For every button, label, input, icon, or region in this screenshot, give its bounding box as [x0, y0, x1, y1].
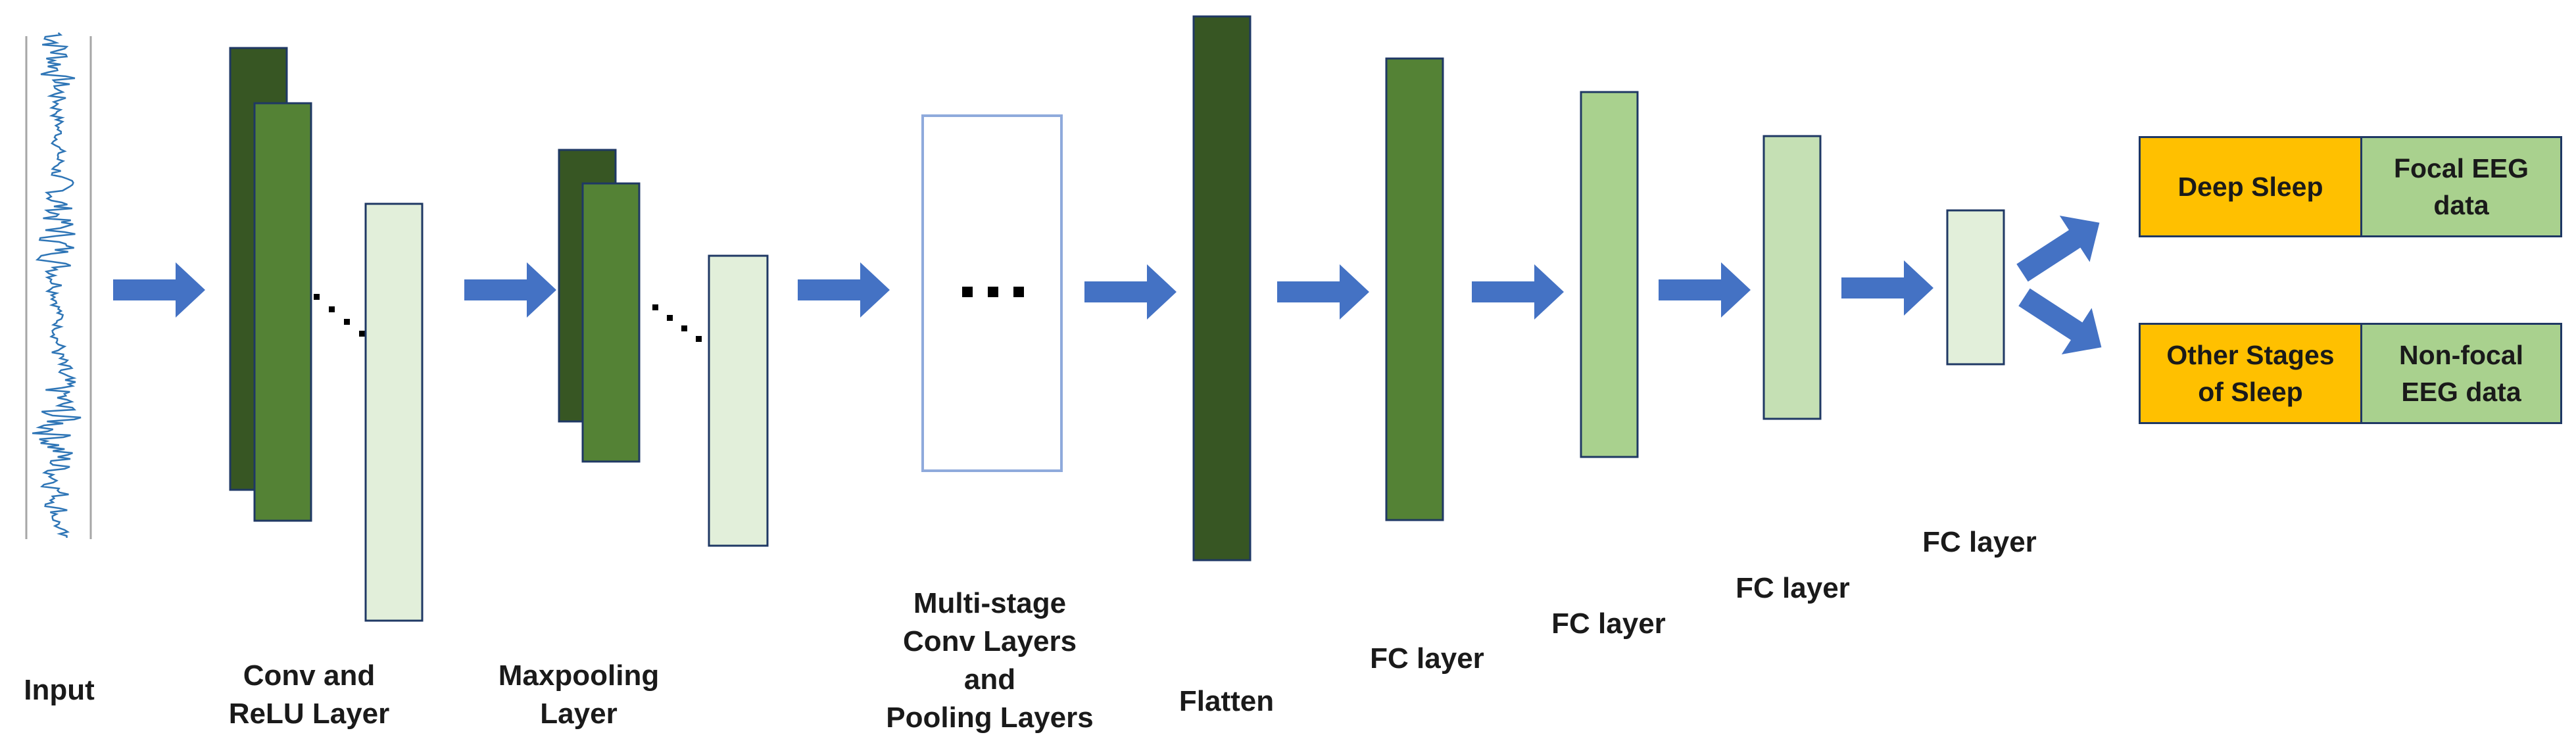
label-conv: Conv and ReLU Layer	[228, 659, 390, 730]
arrow-icon	[1841, 260, 1933, 316]
label-fc-3: FC layer	[1736, 572, 1850, 604]
flatten-layer	[1192, 15, 1252, 561]
eeg-signal-icon	[32, 32, 82, 538]
pool-feature-map-n	[708, 254, 769, 547]
conv-feature-map-2	[253, 102, 312, 522]
output-class-other-stages: Other Stages of Sleep	[2139, 323, 2362, 424]
label-fc-4: FC layer	[1922, 526, 2037, 558]
arrow-icon	[113, 262, 205, 318]
arrow-up-right-icon	[2007, 199, 2115, 297]
fc-layer-3	[1762, 135, 1822, 420]
label-flatten: Flatten	[1179, 685, 1275, 717]
pool-feature-map-2	[581, 182, 641, 463]
fc-layer-1	[1385, 57, 1444, 521]
label-multistage: Multi-stage Conv Layers and Pooling Laye…	[886, 587, 1094, 734]
label-maxpool: Maxpooling Layer	[498, 659, 660, 730]
fc-layer-2	[1580, 91, 1639, 458]
label-fc-1: FC layer	[1370, 642, 1484, 675]
arrow-icon	[1472, 264, 1564, 320]
arrow-icon	[1659, 262, 1751, 318]
arrow-icon	[798, 262, 890, 318]
arrow-icon	[1277, 264, 1369, 320]
arrow-down-right-icon	[2009, 274, 2117, 371]
pool-ellipsis-icon	[652, 304, 702, 342]
conv-ellipsis-icon	[314, 294, 365, 337]
output-data-nonfocal: Non-focal EEG data	[2360, 323, 2562, 424]
conv-feature-map-n	[364, 203, 424, 622]
multistage-ellipsis-icon	[962, 287, 1024, 297]
output-class-deep-sleep: Deep Sleep	[2139, 136, 2362, 237]
fc-layer-4	[1946, 209, 2005, 366]
label-input: Input	[24, 674, 95, 706]
arrow-icon	[464, 262, 556, 318]
output-data-focal: Focal EEG data	[2360, 136, 2562, 237]
arrow-icon	[1084, 264, 1177, 320]
label-fc-2: FC layer	[1551, 608, 1666, 640]
